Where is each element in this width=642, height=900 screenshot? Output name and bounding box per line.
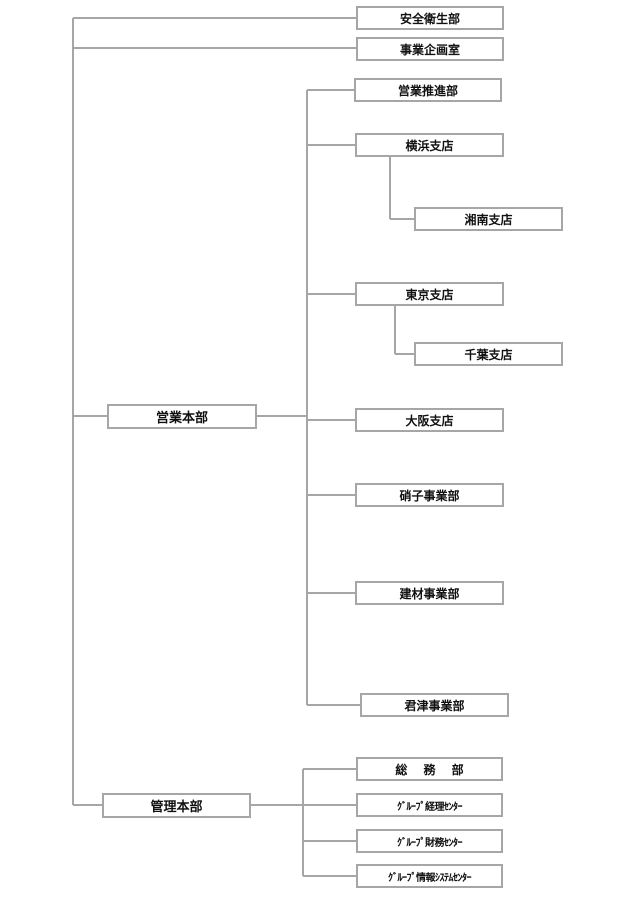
org-box-eigyo-honbu: 営業本部 xyxy=(107,404,257,429)
org-box-eigyo-suishin: 営業推進部 xyxy=(354,78,502,102)
org-box-anzen: 安全衛生部 xyxy=(356,6,504,30)
org-box-keiri: ｸﾞﾙｰﾌﾟ経理ｾﾝﾀｰ xyxy=(356,793,503,817)
org-box-kenzai: 建材事業部 xyxy=(355,581,504,605)
org-box-joho: ｸﾞﾙｰﾌﾟ情報ｼｽﾃﾑｾﾝﾀｰ xyxy=(356,864,503,888)
org-box-garasu: 硝子事業部 xyxy=(355,483,504,507)
org-box-somu: 総 務 部 xyxy=(356,757,503,781)
org-box-osaka: 大阪支店 xyxy=(355,408,504,432)
org-box-kanri-honbu: 管理本部 xyxy=(102,793,251,818)
org-box-kimitsu: 君津事業部 xyxy=(360,693,509,717)
org-box-shonan: 湘南支店 xyxy=(414,207,563,231)
org-box-zaimu: ｸﾞﾙｰﾌﾟ財務ｾﾝﾀｰ xyxy=(356,829,503,853)
org-box-yokohama: 横浜支店 xyxy=(355,133,504,157)
org-box-tokyo: 東京支店 xyxy=(355,282,504,306)
org-box-chiba: 千葉支店 xyxy=(414,342,563,366)
org-box-kikaku: 事業企画室 xyxy=(356,37,504,61)
